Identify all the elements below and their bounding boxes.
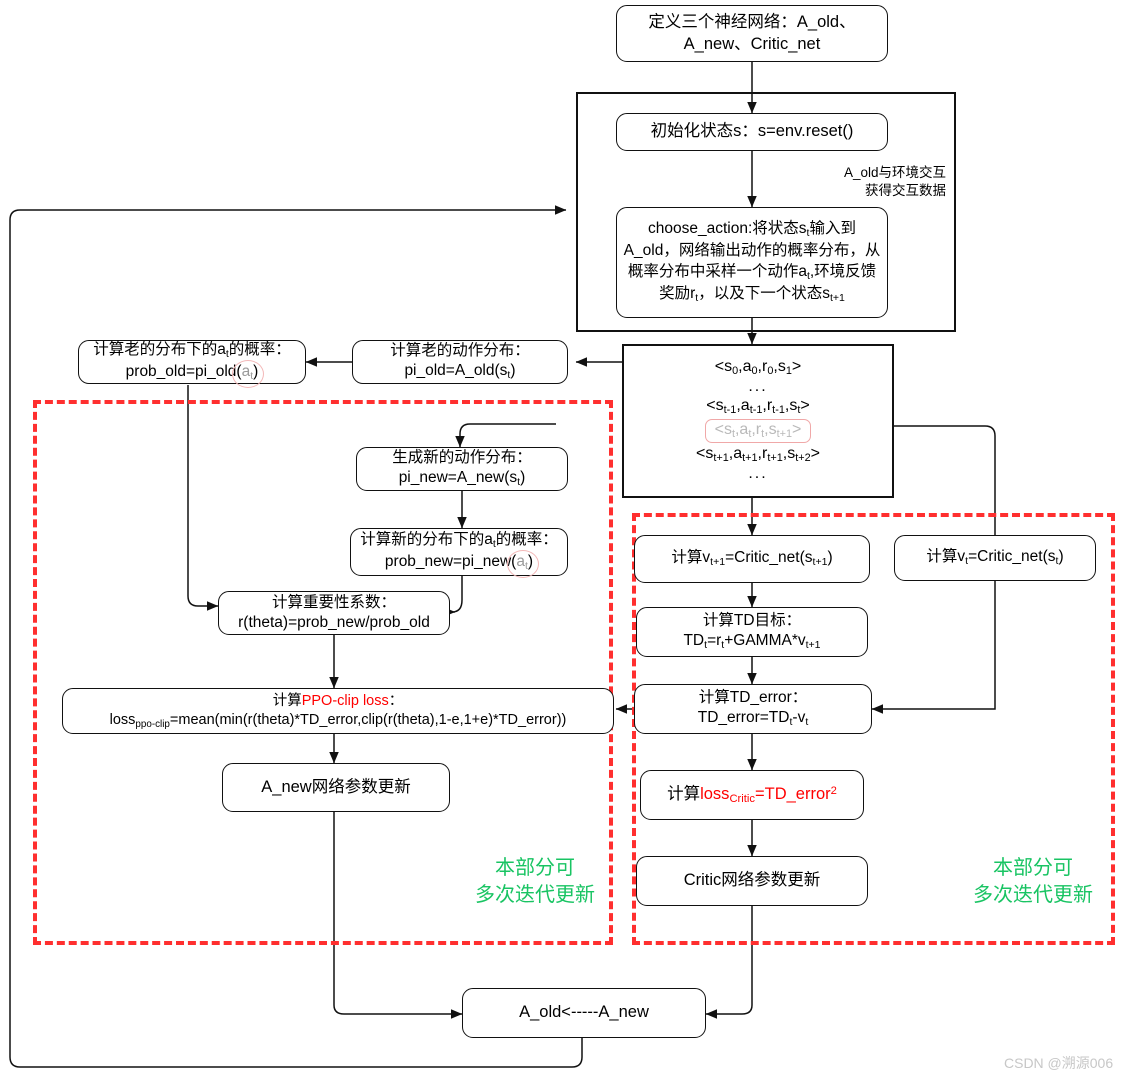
critic-loss-text: 计算lossCritic=TD_error2 <box>667 784 837 805</box>
transition-buffer: <s0,a0,r0,s1> ... <st-1,at-1,rt-1,st> <s… <box>622 344 894 498</box>
node-critic-update[interactable]: Critic网络参数更新 <box>636 856 868 906</box>
prob-new-text: 计算新的分布下的at的概率：prob_new=pi_new(at) <box>360 531 558 578</box>
critic-update-region <box>632 513 1115 945</box>
node-td-error[interactable]: 计算TD_error：TD_error=TDt-vt <box>634 684 872 734</box>
node-critic-loss[interactable]: 计算lossCritic=TD_error2 <box>640 770 864 820</box>
buffer-row-2: <st-1,at-1,rt-1,st> <box>706 397 810 417</box>
node-actor-update[interactable]: A_new网络参数更新 <box>222 763 450 812</box>
node-ppo-clip-loss[interactable]: 计算PPO-clip loss：lossppo-clip=mean(min(r(… <box>62 688 614 734</box>
green-note-actor: 本部分可 多次迭代更新 <box>475 857 595 906</box>
v-next-text: 计算vt+1=Critic_net(st+1) <box>671 549 833 568</box>
choose-action-text: choose_action:将状态st输入到 A_old，网络输出动作的概率分布… <box>623 220 881 304</box>
node-init-state[interactable]: 初始化状态s：s=env.reset() <box>616 113 888 151</box>
node-v-current[interactable]: 计算vt=Critic_net(st) <box>894 535 1096 581</box>
node-prob-old[interactable]: 计算老的分布下的at的概率：prob_old=pi_old(at) <box>78 340 306 388</box>
node-v-next[interactable]: 计算vt+1=Critic_net(st+1) <box>634 535 870 583</box>
ppo-loss-text: 计算PPO-clip loss：lossppo-clip=mean(min(r(… <box>109 692 567 730</box>
v-current-text: 计算vt=Critic_net(st) <box>926 548 1064 567</box>
buffer-row-1: ... <box>748 378 768 396</box>
node-define-networks[interactable]: 定义三个神经网络：A_old、 A_new、Critic_net <box>616 5 888 62</box>
buffer-row-0: <s0,a0,r0,s1> <box>714 358 802 378</box>
buffer-row-5: ... <box>748 464 768 482</box>
old-action-dist-text: 计算老的动作分布：pi_old=A_old(st) <box>390 341 530 382</box>
td-target-text: 计算TD目标：TDt=rt+GAMMA*vt+1 <box>683 611 821 652</box>
node-prob-new[interactable]: 计算新的分布下的at的概率：prob_new=pi_new(at) <box>350 528 568 578</box>
node-sync-networks[interactable]: A_old<-----A_new <box>462 988 706 1038</box>
node-choose-action[interactable]: choose_action:将状态st输入到 A_old，网络输出动作的概率分布… <box>616 207 888 318</box>
green-note-critic: 本部分可 多次迭代更新 <box>973 857 1093 906</box>
node-old-action-dist[interactable]: 计算老的动作分布：pi_old=A_old(st) <box>352 340 568 384</box>
node-td-target[interactable]: 计算TD目标：TDt=rt+GAMMA*vt+1 <box>636 607 868 657</box>
node-new-action-dist[interactable]: 生成新的动作分布：pi_new=A_new(st) <box>356 447 568 491</box>
prob-old-text: 计算老的分布下的at的概率：prob_old=pi_old(at) <box>93 341 291 388</box>
node-importance-ratio[interactable]: 计算重要性系数： r(theta)=prob_new/prob_old <box>218 591 450 635</box>
watermark: CSDN @溯源006 <box>1004 1055 1114 1071</box>
buffer-row-4: <st+1,at+1,rt+1,st+2> <box>696 444 820 464</box>
env-interaction-annotation: A_old与环境交互 获得交互数据 <box>843 165 946 198</box>
td-error-text: 计算TD_error：TD_error=TDt-vt <box>697 688 809 729</box>
buffer-row-highlighted: <st,at,rt,st+1> <box>704 419 812 443</box>
new-action-dist-text: 生成新的动作分布：pi_new=A_new(st) <box>392 448 532 489</box>
